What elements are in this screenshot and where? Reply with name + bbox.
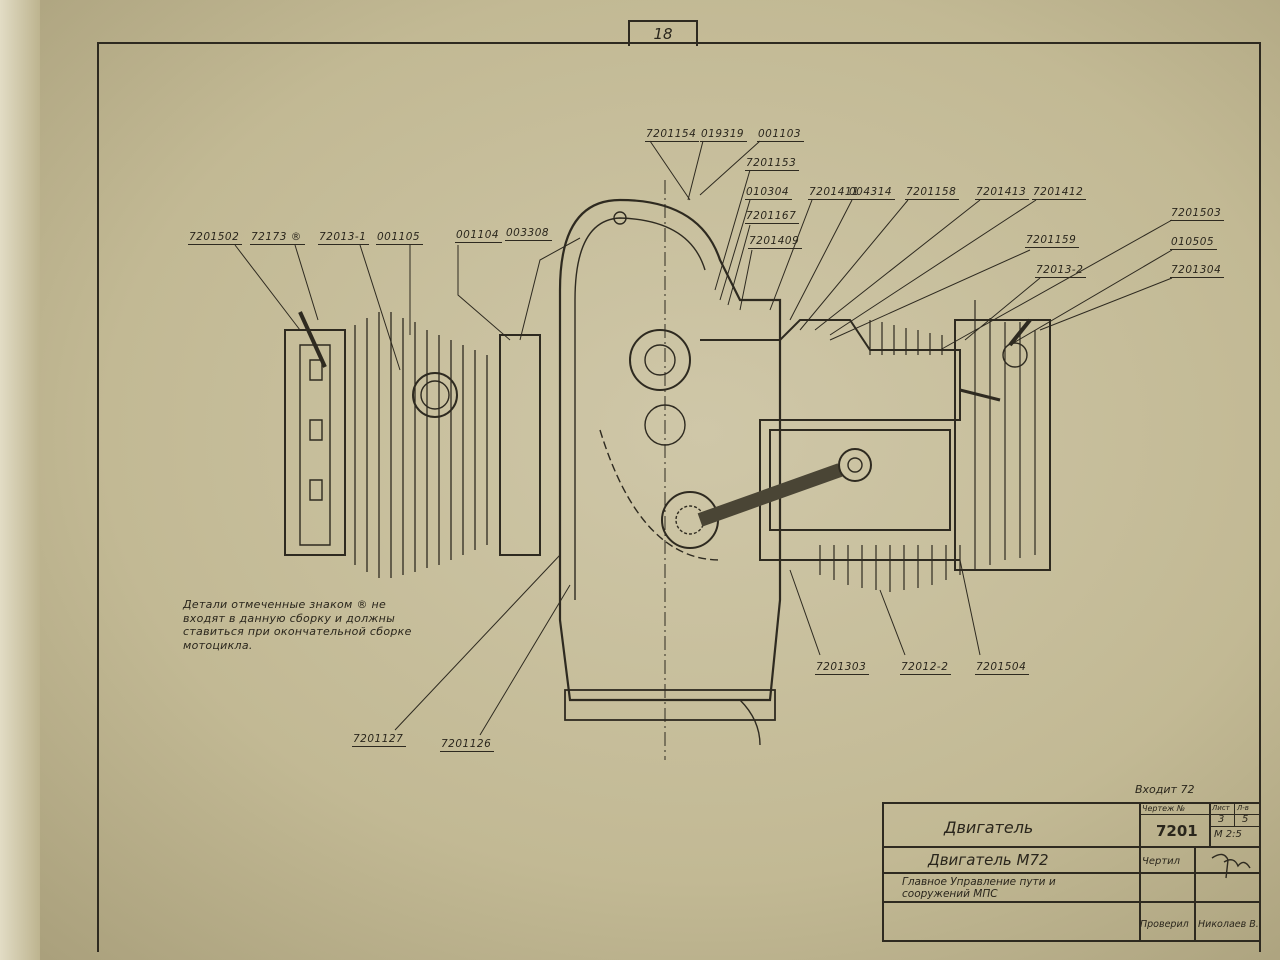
- callout-label: 7201304: [1170, 264, 1225, 278]
- checked-by-name: Николаев В.: [1198, 919, 1259, 930]
- callout-label: 7201303: [815, 661, 870, 675]
- sheets-label: Л-в: [1237, 804, 1249, 812]
- callout-label: 001103: [757, 128, 805, 142]
- callout-label: 7201158: [905, 186, 960, 200]
- checked-by-label: Проверил: [1140, 919, 1189, 930]
- callout-label: 7201159: [1025, 234, 1080, 248]
- drawing-subtitle: Двигатель М72: [928, 851, 1049, 869]
- callout-label: 7201503: [1170, 207, 1225, 221]
- callout-label: 7201153: [745, 157, 800, 171]
- callout-label: 010304: [745, 186, 793, 200]
- organization: Главное Управление пути и сооружений МПС: [902, 876, 1056, 900]
- callout-leader-lines: [234, 140, 1173, 736]
- drawing-frame: [97, 42, 1261, 952]
- crankcase: [558, 198, 782, 746]
- scale: М 2:5: [1214, 829, 1242, 840]
- drawing-name: Двигатель: [944, 818, 1034, 837]
- right-cylinder-section: [697, 300, 1051, 592]
- callout-label: 004314: [848, 186, 896, 200]
- signature: [1211, 853, 1251, 879]
- callout-label: 003308: [505, 227, 553, 241]
- callout-label: 72012-2: [900, 661, 952, 675]
- callout-label: 7201504: [975, 661, 1030, 675]
- callout-label: 7201413: [975, 186, 1030, 200]
- callout-label: 7201126: [440, 738, 495, 752]
- sheet-label: Лист: [1212, 804, 1230, 812]
- callout-label: 019319: [700, 128, 748, 142]
- enters-into-label: Входит 72: [1135, 783, 1195, 796]
- callout-label: 7201412: [1032, 186, 1087, 200]
- callout-label: 7201167: [745, 210, 800, 224]
- title-block: Чертеж № Лист Л-в 7201 3 5 М 2:5 Двигате…: [882, 802, 1259, 942]
- callout-label: 001105: [376, 231, 424, 245]
- callout-label: 001104: [455, 229, 503, 243]
- sheet-number: 3: [1218, 814, 1225, 825]
- callout-label: 010505: [1170, 236, 1218, 250]
- callout-label: 7201154: [645, 128, 700, 142]
- left-cylinder: [284, 311, 541, 578]
- callout-label: 7201127: [352, 733, 407, 747]
- callout-label: 7201411: [808, 186, 863, 200]
- drawn-by-label: Чертил: [1142, 856, 1181, 867]
- assembly-note: Детали отмеченные знаком ® не входят в д…: [183, 598, 412, 652]
- callout-label: 7201502: [188, 231, 243, 245]
- sheet-count: 5: [1242, 814, 1249, 825]
- page-number: 18: [628, 20, 698, 46]
- drawing-number: 7201: [1156, 822, 1198, 840]
- callout-label: 72013-2: [1035, 264, 1087, 278]
- callout-label: 72173 ®: [250, 231, 305, 245]
- page-binding-edge: [0, 0, 40, 960]
- drawing-number-label: Чертеж №: [1142, 804, 1186, 813]
- callout-label: 7201409: [748, 235, 803, 249]
- callout-label: 72013-1: [318, 231, 370, 245]
